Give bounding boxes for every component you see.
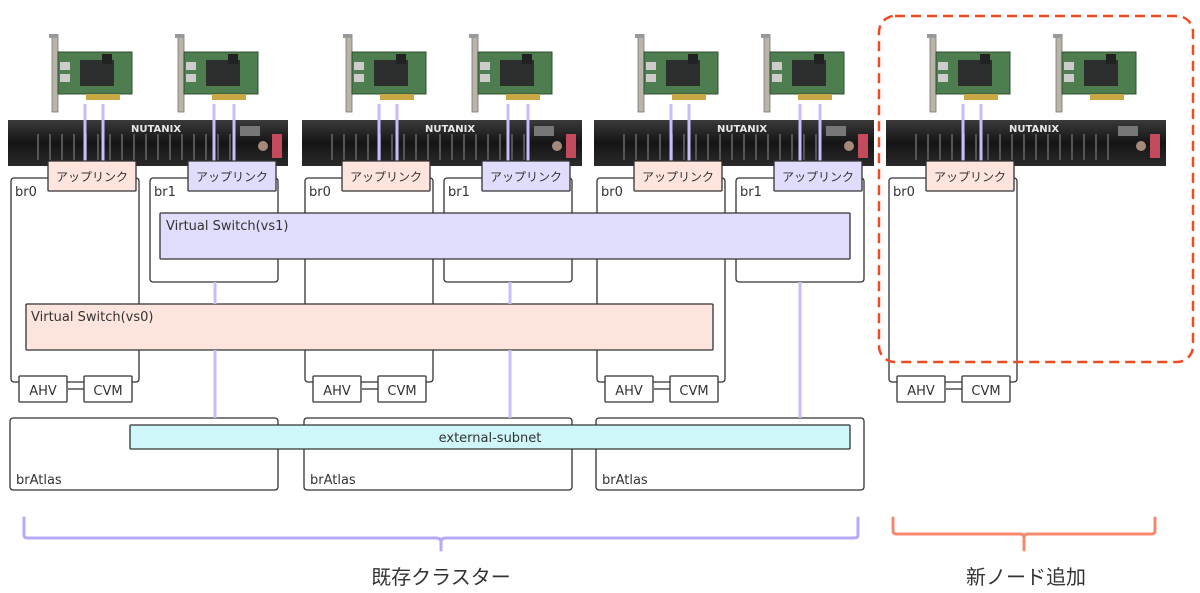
ahv-label: AHV (907, 384, 935, 399)
cvm-label: CVM (93, 384, 122, 399)
br1-label: br1 (154, 185, 176, 200)
nic-card-icon (1052, 34, 1137, 113)
ahv-box (896, 375, 946, 403)
server-brand-label: NUTANIX (1009, 124, 1059, 135)
bratlas-label: brAtlas (16, 473, 62, 488)
cvm-label: CVM (387, 384, 416, 399)
br0-box (888, 177, 1018, 383)
vs0-label: Virtual Switch(vs0) (31, 310, 153, 325)
uplink-br1-label: アップリンク (782, 170, 854, 184)
nic-card-icon (760, 34, 845, 113)
ahv-box (604, 375, 654, 403)
new-node-dashed-border (877, 14, 1195, 364)
new-node-label: 新ノード追加 (966, 565, 1086, 589)
ahv-label: AHV (323, 384, 351, 399)
nic-card-icon (342, 34, 427, 113)
br1-label: br1 (740, 185, 762, 200)
virtual-switch-vs1 (159, 212, 851, 260)
br0-box (596, 177, 726, 383)
cvm-label: CVM (971, 384, 1000, 399)
virtual-switch-vs0 (25, 303, 714, 351)
bratlas-label: brAtlas (602, 473, 648, 488)
ahv-box (18, 375, 68, 403)
br0-label: br0 (309, 185, 331, 200)
br0-label: br0 (601, 185, 623, 200)
ahv-label: AHV (29, 384, 57, 399)
cvm-box (377, 375, 427, 403)
br0-label: br0 (15, 185, 37, 200)
br0-box (304, 177, 434, 383)
uplink-br1-box (481, 160, 571, 192)
uplink-br0-label: アップリンク (642, 170, 714, 184)
existing-cluster-brace (22, 516, 860, 552)
nic-card-icon (468, 34, 553, 113)
br1-label: br1 (448, 185, 470, 200)
uplink-br0-box (925, 160, 1015, 192)
uplink-br1-label: アップリンク (196, 170, 268, 184)
existing-cluster-label: 既存クラスター (371, 565, 511, 589)
ahv-label: AHV (615, 384, 643, 399)
uplink-br0-box (633, 160, 723, 192)
cvm-box (961, 375, 1011, 403)
server-brand-label: NUTANIX (131, 124, 181, 135)
bratlas-label: brAtlas (310, 473, 356, 488)
uplink-br1-box (773, 160, 863, 192)
uplink-br0-box (341, 160, 431, 192)
server-brand-label: NUTANIX (717, 124, 767, 135)
vs1-label: Virtual Switch(vs1) (166, 219, 288, 234)
nic-card-icon (926, 34, 1011, 113)
new-node-brace (891, 516, 1157, 552)
server-brand-label: NUTANIX (425, 124, 475, 135)
cvm-box (669, 375, 719, 403)
br0-label: br0 (893, 185, 915, 200)
cvm-box (83, 375, 133, 403)
nic-card-icon (174, 34, 259, 113)
ahv-box (312, 375, 362, 403)
uplink-br0-label: アップリンク (934, 170, 1006, 184)
nic-card-icon (634, 34, 719, 113)
cvm-label: CVM (679, 384, 708, 399)
uplink-br1-label: アップリンク (490, 170, 562, 184)
uplink-br0-box (47, 160, 137, 192)
uplink-br0-label: アップリンク (56, 170, 128, 184)
br0-box (10, 177, 140, 383)
external-subnet-label: external-subnet (439, 431, 542, 446)
uplink-br0-label: アップリンク (350, 170, 422, 184)
external-subnet-box (129, 424, 851, 450)
nic-card-icon (48, 34, 133, 113)
uplink-br1-box (187, 160, 277, 192)
